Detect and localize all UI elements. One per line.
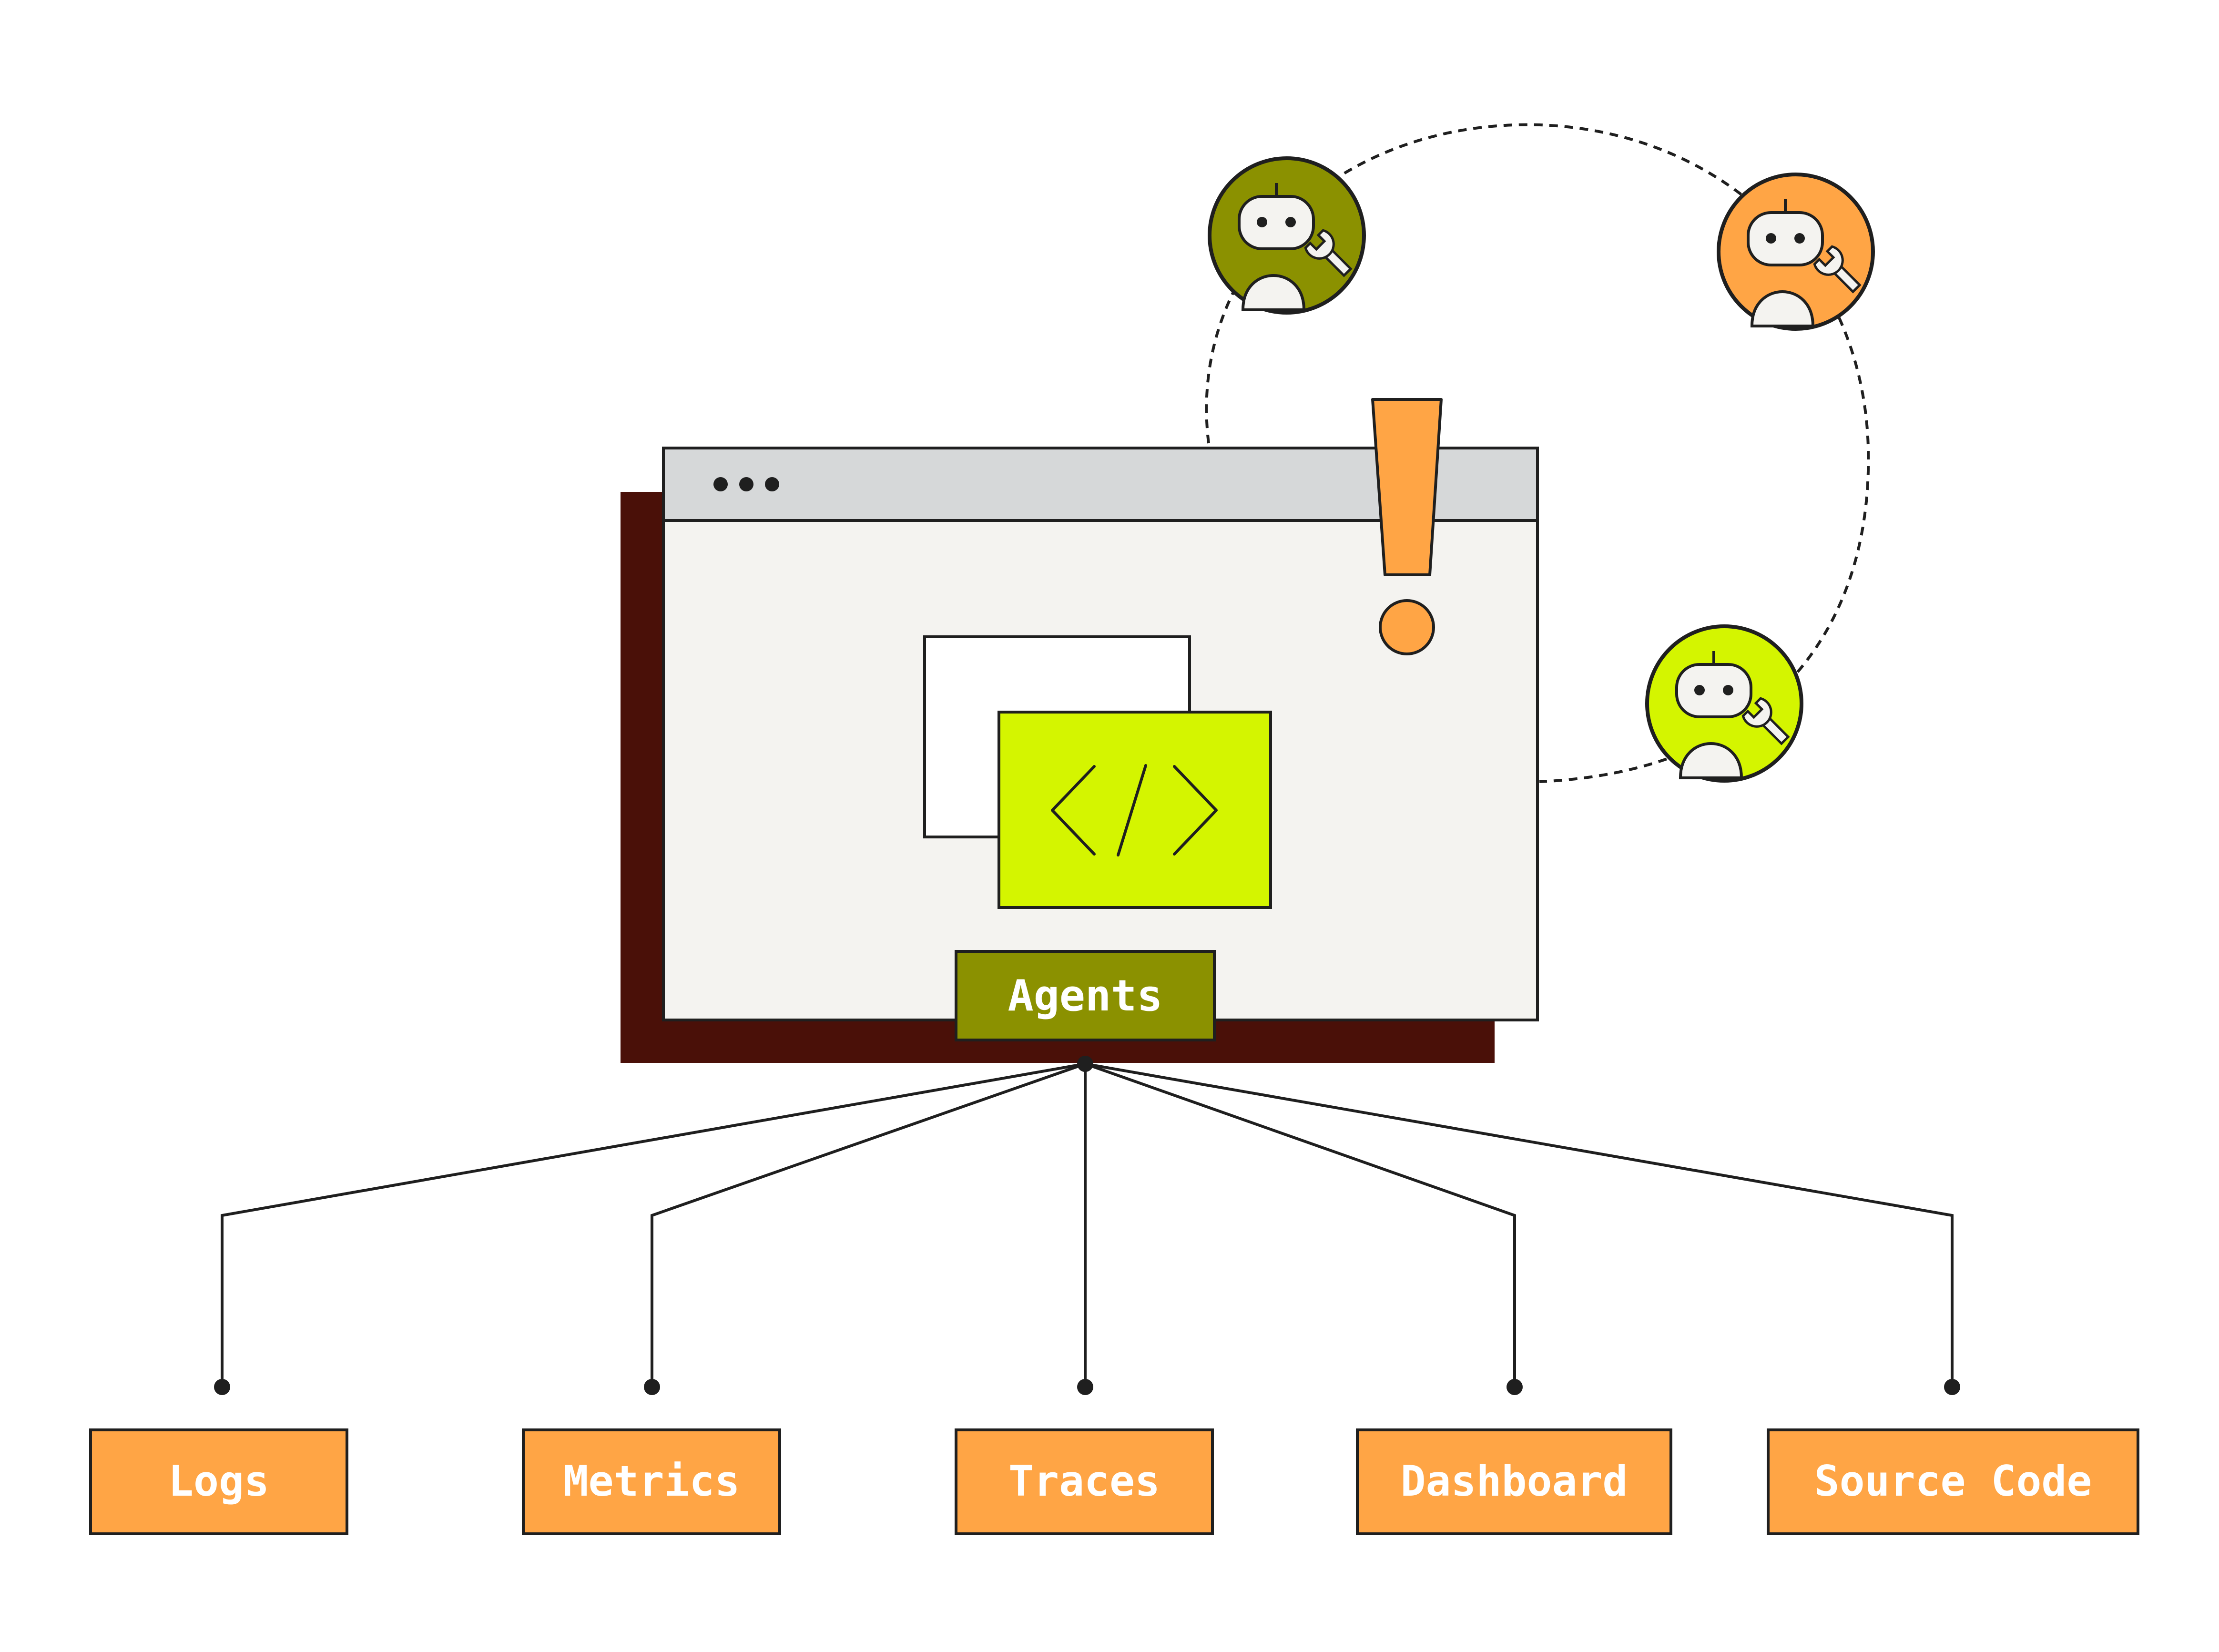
dot-icon	[765, 477, 779, 491]
hub-node-dot	[1077, 1056, 1093, 1072]
connector-end-dot	[1506, 1379, 1523, 1395]
connector-lines	[221, 1062, 1954, 1387]
source-label-source-code: Source Code	[1814, 1457, 2092, 1506]
source-box-traces: Traces	[955, 1428, 1214, 1535]
dot-icon	[713, 477, 728, 491]
robot-with-wrench-icon	[1747, 199, 1862, 327]
window-controls-dots	[713, 477, 779, 491]
source-box-source-code: Source Code	[1767, 1428, 2139, 1535]
dot-icon	[739, 477, 753, 491]
robot-with-wrench-icon	[1238, 183, 1353, 311]
wrench-icon	[1304, 229, 1353, 277]
agent-olive	[1208, 156, 1366, 315]
connector-end-dot	[214, 1379, 230, 1395]
connector-end-dot	[644, 1379, 660, 1395]
connector-source-code	[1085, 1062, 1954, 1387]
agent-lime	[1645, 624, 1803, 783]
source-label-dashboard: Dashboard	[1401, 1457, 1628, 1506]
source-box-dashboard: Dashboard	[1356, 1428, 1672, 1535]
connector-logs	[221, 1062, 1086, 1387]
agents-hub: Agents	[955, 950, 1216, 1072]
source-label-logs: Logs	[168, 1457, 269, 1506]
source-box-metrics: Metrics	[522, 1428, 781, 1535]
wrench-icon	[1741, 697, 1790, 745]
source-box-logs: Logs	[89, 1428, 348, 1535]
exclamation-icon	[1371, 398, 1443, 655]
connector-metrics	[651, 1062, 1086, 1387]
source-label-traces: Traces	[1008, 1457, 1160, 1506]
data-sources: Logs Metrics Traces Dashboard Source Code	[89, 1379, 2139, 1535]
agents-label: Agents	[1008, 971, 1162, 1021]
wrench-icon	[1813, 245, 1862, 294]
connector-end-dot	[1944, 1379, 1960, 1395]
connector-end-dot	[1077, 1379, 1093, 1395]
agents-label-box	[955, 950, 1216, 1041]
source-label-metrics: Metrics	[563, 1457, 740, 1506]
agents-layer	[1208, 156, 1875, 783]
connector-dashboard	[1085, 1062, 1516, 1387]
code-brackets-icon	[1051, 764, 1218, 857]
robot-with-wrench-icon	[1675, 651, 1790, 779]
code-panel	[998, 711, 1272, 909]
agent-orange	[1717, 173, 1875, 331]
